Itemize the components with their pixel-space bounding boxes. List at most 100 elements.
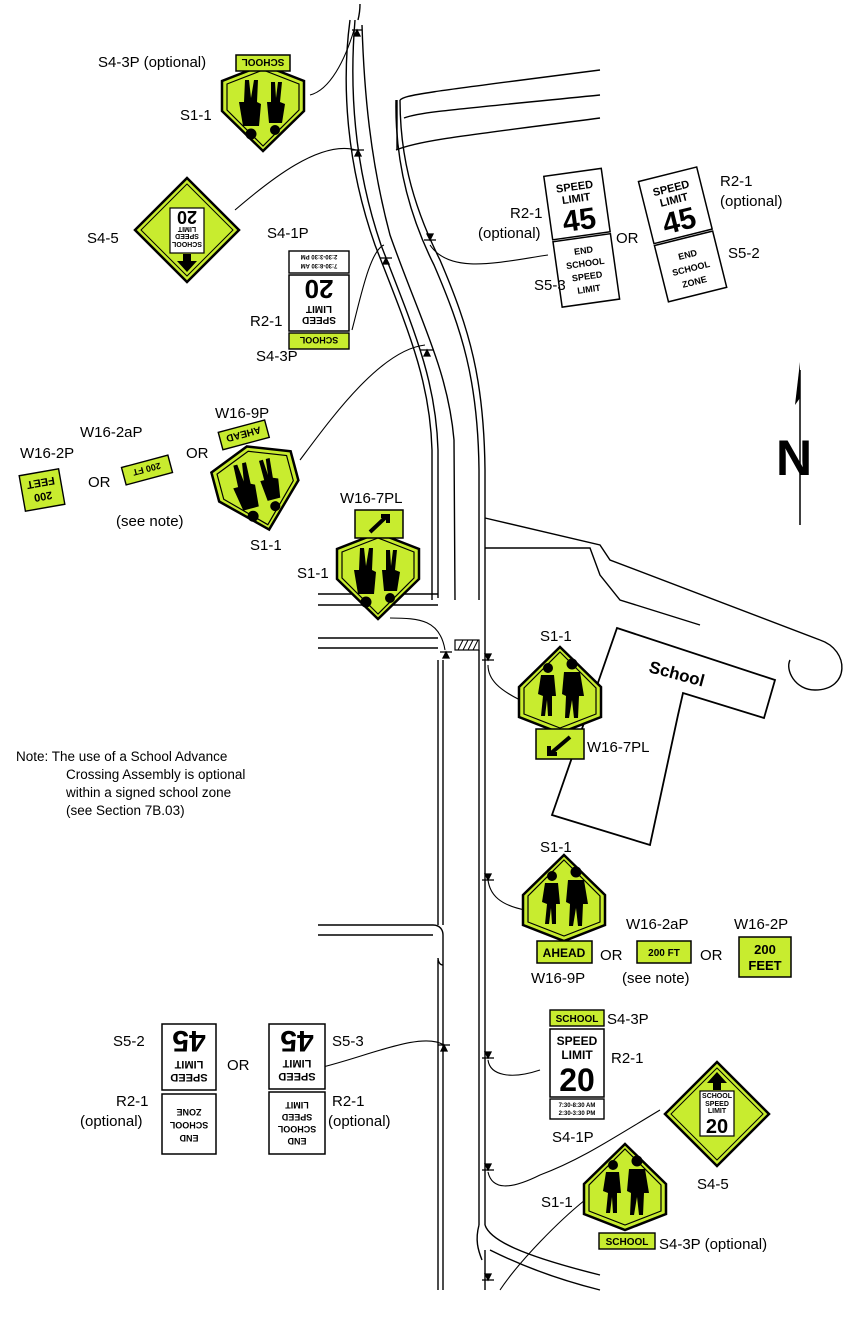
svg-text:200 FT: 200 FT <box>648 948 680 959</box>
label-r21-south-right: R2-1 <box>332 1093 365 1110</box>
svg-text:SCHOOL: SCHOOL <box>606 1237 649 1248</box>
sign-w167pl-north <box>354 509 404 539</box>
note-line-1: Note: The use of a School Advance <box>16 749 227 764</box>
svg-text:20: 20 <box>305 274 334 304</box>
note-block: Note: The use of a School Advance Crossi… <box>16 749 245 818</box>
note-line-3: within a signed school zone <box>65 785 231 800</box>
label-s52-south: S5-2 <box>113 1033 145 1050</box>
sign-s52-assembly-south: END SCHOOL ZONE SPEED LIMIT 45 <box>161 1023 217 1155</box>
label-s11-crossing-north: S1-1 <box>297 565 329 582</box>
label-r21-south: R2-1 <box>611 1050 644 1067</box>
svg-text:AHEAD: AHEAD <box>543 946 586 960</box>
sign-w162ap-rotated: 200 FT <box>120 454 174 486</box>
label-see-note-left: (see note) <box>116 513 184 530</box>
sign-w167pl-south <box>535 728 585 760</box>
svg-text:7:30-8:30 AM: 7:30-8:30 AM <box>301 262 338 268</box>
svg-text:END: END <box>573 244 594 257</box>
svg-text:45: 45 <box>560 202 598 239</box>
svg-text:45: 45 <box>280 1024 313 1057</box>
label-s11-advance: S1-1 <box>250 537 282 554</box>
svg-text:SPEED: SPEED <box>281 1112 312 1122</box>
label-s41p-south: S4-1P <box>552 1129 594 1146</box>
label-w169p-south: W16-9P <box>531 970 585 987</box>
label-s43p-optional-top: S4-3P (optional) <box>98 54 206 71</box>
north-arrow: N <box>776 362 812 525</box>
label-s43p-optional-bottom: S4-3P (optional) <box>659 1236 767 1253</box>
label-r21-top-right-a: R2-1 <box>510 205 543 222</box>
label-r21-south-left: R2-1 <box>116 1093 149 1110</box>
label-r21-optional-b: (optional) <box>720 193 783 210</box>
svg-text:SCHOOL: SCHOOL <box>556 1014 599 1025</box>
svg-text:2:30-3:30 PM: 2:30-3:30 PM <box>301 253 338 259</box>
label-s11-advance-south: S1-1 <box>540 839 572 856</box>
svg-text:SPEED: SPEED <box>170 1071 207 1083</box>
label-or-left-1: OR <box>88 474 111 491</box>
label-s11-crossing-south: S1-1 <box>540 628 572 645</box>
sign-s11-top: SCHOOL <box>220 54 306 153</box>
svg-text:FEET: FEET <box>748 958 781 973</box>
label-w162ap-left: W16-2aP <box>80 424 143 441</box>
svg-text:200: 200 <box>33 488 53 503</box>
svg-text:45: 45 <box>172 1024 205 1057</box>
label-s45-top: S4-5 <box>87 230 119 247</box>
svg-text:20: 20 <box>177 207 197 227</box>
label-s53-top: S5-3 <box>534 277 566 294</box>
north-label: N <box>776 430 812 486</box>
sign-s45-top: SCHOOL SPEED LIMIT 20 <box>133 176 241 284</box>
sign-s11-bottom <box>582 1142 668 1232</box>
label-r21-optional-south-left: (optional) <box>80 1113 143 1130</box>
label-s43p-top: S4-3P <box>256 348 298 365</box>
label-w167pl-north: W16-7PL <box>340 490 403 507</box>
label-or-south-left: OR <box>227 1057 250 1074</box>
label-r21-optional-a: (optional) <box>478 225 541 242</box>
label-s41p-top: S4-1P <box>267 225 309 242</box>
svg-text:END: END <box>179 1133 199 1143</box>
svg-text:2:30-3:30 PM: 2:30-3:30 PM <box>559 1111 596 1117</box>
sign-s53-assembly-top: SPEED LIMIT 45 END SCHOOL SPEED LIMIT <box>542 167 621 308</box>
label-w162ap-south: W16-2aP <box>626 916 689 933</box>
svg-text:SCHOOL: SCHOOL <box>277 1124 316 1134</box>
svg-text:SCHOOL: SCHOOL <box>299 335 338 345</box>
svg-text:45: 45 <box>659 201 699 241</box>
note-line-2: Crossing Assembly is optional <box>66 767 245 782</box>
label-s52-top: S5-2 <box>728 245 760 262</box>
label-r21-optional-south-right: (optional) <box>328 1113 391 1130</box>
sign-s11-advance-south <box>521 853 607 943</box>
svg-text:SPEED: SPEED <box>555 179 594 196</box>
label-s11-top: S1-1 <box>180 107 212 124</box>
sign-w162ap-south: 200 FT <box>636 940 692 964</box>
label-s53-south: S5-3 <box>332 1033 364 1050</box>
svg-text:200: 200 <box>754 942 776 957</box>
sign-w169p-south: AHEAD <box>536 940 593 964</box>
label-w169p-left: W16-9P <box>215 405 269 422</box>
sign-r21-s41p-top: SCHOOL SPEED LIMIT 20 7:30-8:30 AM 2:30-… <box>288 250 350 350</box>
label-s11-bottom: S1-1 <box>541 1194 573 1211</box>
sign-w162p-south: 200 FEET <box>738 936 792 978</box>
svg-text:SPEED: SPEED <box>175 232 199 239</box>
svg-text:7:30-8:30 AM: 7:30-8:30 AM <box>559 1103 596 1109</box>
svg-text:LIMIT: LIMIT <box>577 283 602 296</box>
label-s43p-south: S4-3P <box>607 1011 649 1028</box>
crosswalk-hatch <box>457 639 479 651</box>
sign-s53-assembly-south: END SCHOOL SPEED LIMIT SPEED LIMIT 45 <box>268 1023 326 1155</box>
svg-text:FEET: FEET <box>25 474 55 491</box>
label-or-south-1: OR <box>600 947 623 964</box>
svg-text:END: END <box>677 248 698 262</box>
label-or-south-2: OR <box>700 947 723 964</box>
sign-s11-crossing-north <box>335 531 421 621</box>
svg-text:SPEED: SPEED <box>302 314 336 325</box>
label-w162p-south: W16-2P <box>734 916 788 933</box>
note-line-4: (see Section 7B.03) <box>66 803 185 818</box>
svg-text:LIMIT: LIMIT <box>282 1057 311 1069</box>
label-r21-top: R2-1 <box>250 313 283 330</box>
svg-text:LIMIT: LIMIT <box>708 1108 727 1115</box>
svg-text:LIMIT: LIMIT <box>285 1100 309 1110</box>
crosswalk <box>454 639 480 651</box>
svg-text:END: END <box>287 1136 307 1146</box>
label-r21-top-right-b: R2-1 <box>720 173 753 190</box>
svg-text:LIMIT: LIMIT <box>177 225 196 232</box>
svg-text:SPEED: SPEED <box>278 1070 315 1082</box>
label-w167pl-south: W16-7PL <box>587 739 650 756</box>
svg-text:SPEED: SPEED <box>705 1101 729 1108</box>
sign-s11-advance-rotated: AHEAD <box>206 419 310 542</box>
